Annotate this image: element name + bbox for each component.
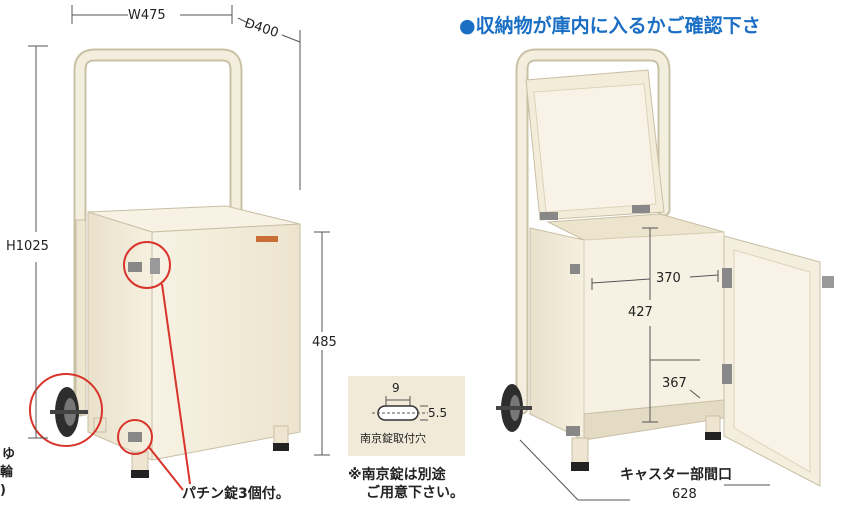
keyhole-detail: 9 5.5 南京錠取付穴 xyxy=(348,376,465,456)
width-dimension: W475 xyxy=(128,8,166,23)
dimension-lines-right xyxy=(519,227,770,501)
dimension-lines-left xyxy=(28,5,330,456)
keyhole-label: 南京錠取付穴 xyxy=(360,432,426,445)
body-height-dimension: 485 xyxy=(312,335,337,350)
inner-height-dimension: 427 xyxy=(628,305,653,320)
caster-note-fragment-2: 輪 xyxy=(0,465,14,480)
caster-note-fragment-1: ゆ xyxy=(2,447,16,462)
height-dimension: H1025 xyxy=(6,239,49,254)
headline: ●収納物が庫内に入るかご確認下さ xyxy=(459,15,761,37)
caster-span-dimension: 628 xyxy=(672,487,697,502)
latch-note: パチン錠3個付。 xyxy=(182,486,290,502)
open-cabinet xyxy=(496,48,834,487)
inner-depth-dimension: 367 xyxy=(662,376,687,391)
caster-note-fragment-3: ) xyxy=(0,483,6,498)
keyhole-height: 5.5 xyxy=(428,406,448,420)
caster-span-label: キャスター部間口 xyxy=(620,467,732,483)
keyhole-icon xyxy=(372,396,428,421)
padlock-note-line1: ※南京錠は別途 xyxy=(348,467,446,483)
padlock-note-line2: ご用意下さい。 xyxy=(366,485,464,501)
closed-cabinet xyxy=(29,48,301,491)
inner-width-dimension: 370 xyxy=(656,271,681,286)
keyhole-width: 9 xyxy=(392,381,400,395)
